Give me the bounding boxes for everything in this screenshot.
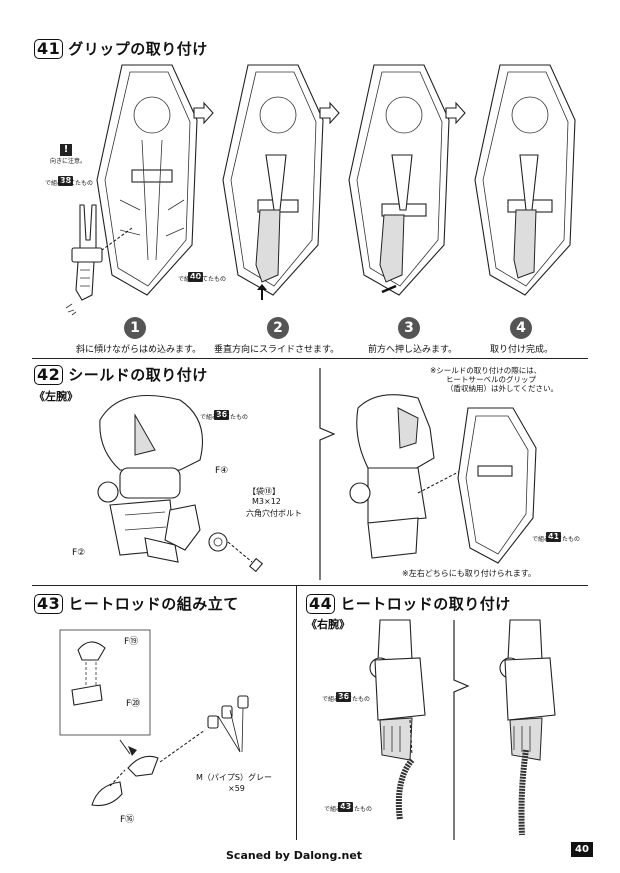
part-f16-label: F⑯ xyxy=(120,815,135,825)
caution-text: 向きに注意。 xyxy=(50,158,87,165)
ref-36-badge-44: 36 xyxy=(336,692,352,702)
part-f20-label: F⑳ xyxy=(126,699,141,709)
divider-42-43 xyxy=(32,585,588,587)
heat-rod-tip-exploded xyxy=(59,629,151,736)
note-line-3: （盾収納用）は外してください。 xyxy=(446,384,559,393)
right-arm-before xyxy=(369,619,426,821)
section-41-title: 41 グリップの取り付け xyxy=(34,38,208,59)
section-title-text: グリップの取り付け xyxy=(68,40,208,58)
panel-split-42 xyxy=(319,368,336,580)
ref-40-badge: 40 xyxy=(188,272,204,282)
left-arm-label: 《左腕》 xyxy=(34,390,78,403)
shield-mount-parts xyxy=(144,504,264,573)
section-44-title: 44 ヒートロッドの取り付け xyxy=(306,593,511,614)
heat-rod-assembly xyxy=(91,695,249,807)
step-arrow-3 xyxy=(445,101,466,125)
caution-icon: ! xyxy=(60,144,72,156)
left-arm-illustration xyxy=(97,394,204,556)
bolt-name-label: 六角穴付ボルト xyxy=(246,509,302,518)
part-f2-label: F② xyxy=(72,548,86,558)
ref-40-text: で組み立てたもの xyxy=(178,276,227,283)
bag-label: 【袋⑱】 xyxy=(248,487,280,496)
step-1-text: 斜に傾けながらはめ込みます。 xyxy=(76,345,202,355)
shield-frame-step1 xyxy=(96,64,198,296)
ref-36-text-42: で組み立てたもの xyxy=(200,414,249,421)
right-arm-label: 《右腕》 xyxy=(306,618,350,631)
pipe-count: ×59 xyxy=(228,784,245,793)
scan-credit: Scaned by Dalong.net xyxy=(226,849,363,862)
ref-36-text-44: で組み立てたもの xyxy=(322,696,371,703)
step-3-number: 3 xyxy=(398,317,420,339)
section-number: 44 xyxy=(306,593,336,614)
divider-41-42 xyxy=(32,358,588,360)
ref-43-text: で組み立てたもの xyxy=(324,806,373,813)
step-4-number: 4 xyxy=(510,317,532,339)
section-42-title: 42 シールドの取り付け xyxy=(34,364,208,385)
shield-frame-step2 xyxy=(222,64,324,300)
step-arrow-2 xyxy=(319,101,340,125)
ref-38-text: で組み立てたもの xyxy=(45,180,94,187)
step-3-text: 前方へ押し込みます。 xyxy=(368,345,458,355)
pipe-label: M（パイプS）グレー xyxy=(196,773,272,782)
part-f19-label: F⑲ xyxy=(124,637,139,647)
step-4-text: 取り付け完成。 xyxy=(490,345,554,355)
right-arm-after xyxy=(499,619,556,836)
ref-36-badge-42: 36 xyxy=(214,410,230,420)
divider-43-44 xyxy=(296,585,298,840)
grip-part-illustration xyxy=(65,204,103,316)
step-2-text: 垂直方向にスライドさせます。 xyxy=(214,345,340,355)
page-number: 40 xyxy=(571,842,593,857)
section-number: 42 xyxy=(34,364,64,385)
section-43-title: 43 ヒートロッドの組み立て xyxy=(34,593,239,614)
step-arrow-1 xyxy=(193,101,214,125)
note-line-1: ※シールドの取り付けの際には、 xyxy=(430,366,542,375)
panel-split-44 xyxy=(453,620,470,840)
section-title-text: シールドの取り付け xyxy=(68,366,208,384)
step-2-number: 2 xyxy=(267,317,289,339)
note-line-2: ヒートサーベルのグリップ xyxy=(446,375,536,384)
arm-with-shield-illustration xyxy=(349,394,537,564)
ref-43-badge: 43 xyxy=(338,802,354,812)
section-title-text: ヒートロッドの取り付け xyxy=(340,595,511,613)
ref-38-badge: 38 xyxy=(58,176,74,186)
ref-41-text: で組み立てたもの xyxy=(532,536,581,543)
part-f4-label: F④ xyxy=(215,466,229,476)
shield-frame-step3 xyxy=(348,64,450,296)
bolt-size-label: M3×12 xyxy=(252,497,281,506)
shield-frame-step4 xyxy=(474,64,576,296)
section-number: 41 xyxy=(34,38,64,59)
step-1-number: 1 xyxy=(124,317,146,339)
section-title-text: ヒートロッドの組み立て xyxy=(68,595,239,613)
note-bottom: ※左右どちらにも取り付けられます。 xyxy=(402,569,536,578)
section-number: 43 xyxy=(34,593,64,614)
ref-41-badge: 41 xyxy=(546,532,562,542)
